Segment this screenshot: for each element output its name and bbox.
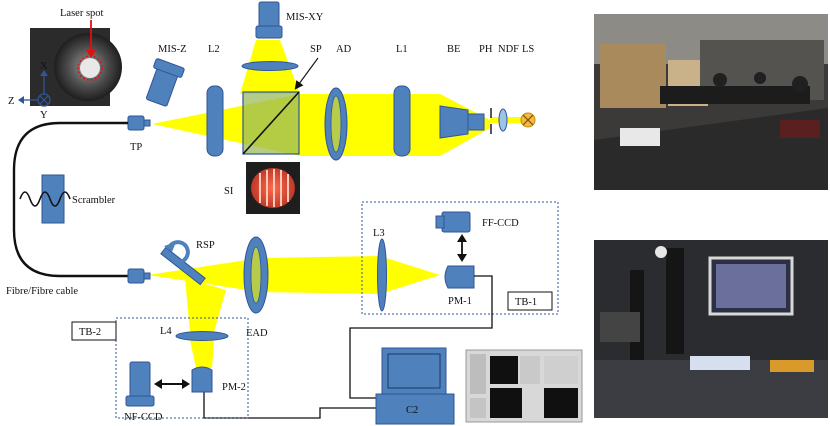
ls-label: LS [522,44,534,55]
si-interference-image [246,162,300,214]
ndf-label: NDF [498,44,519,55]
aperture-ad [324,87,348,161]
pm1-label: PM-1 [448,296,472,307]
nf-ccd-label: NF-CCD [124,412,163,423]
laser-spot-photo [30,20,122,106]
mis-z-camera [145,58,185,107]
scrambler-label: Scrambler [72,195,116,206]
pm2-microscope [191,366,213,393]
fibre-end-mount [127,268,151,284]
cable-pm2-c2 [203,392,376,419]
aperture-ead [243,236,269,314]
axis-symbol [18,70,51,107]
l2-label: L2 [208,44,220,55]
laser-spot-label: Laser spot [60,8,104,19]
mis-xy-camera [255,1,283,39]
ff-ccd-camera [435,211,471,233]
nf-ccd-camera [125,361,155,407]
axis-y-label: Y [40,110,48,121]
si-label: SI [224,186,234,197]
tb1-label: TB-1 [515,297,537,308]
axis-z-label: Z [8,96,14,107]
test-bench-tb1 [361,201,559,315]
ndf-filter [498,108,508,132]
pm1-microscope [444,265,475,289]
lens-l4 [175,331,229,341]
laser-source-ls [520,112,536,128]
scrambler [19,174,71,224]
mis-xy-lens [241,61,299,71]
l4-beam [190,340,214,368]
mis-xy-label: MIS-XY [286,12,324,23]
lens-l2 [206,85,224,157]
ead-label: EAD [246,328,268,339]
ph-label: PH [479,44,493,55]
l1-label: L1 [396,44,408,55]
nf-ccd-double-arrow [154,379,190,389]
lower-beam [148,256,440,294]
be-label: BE [447,44,460,55]
axis-x-label: X [40,61,48,72]
mis-z-label: MIS-Z [158,44,187,55]
lens-l3 [377,238,387,312]
main-beam-mid [300,94,440,156]
beam-splitter-sp [242,91,300,155]
fibre-mount-tp [127,115,151,131]
down-beam [185,278,226,332]
ad-label: AD [336,44,352,55]
fibre-cable-label: Fibre/Fibre cable [6,286,78,297]
sp-label: SP [310,44,322,55]
tb1-tag [507,291,553,311]
fibre-cable [12,121,128,278]
tb2-tag [71,321,117,341]
pm2-label: PM-2 [222,382,246,393]
l3-label: L3 [373,228,385,239]
rotating-splitter-rsp [160,240,206,286]
software-screenshot [465,349,583,423]
beam-expander-be [439,105,485,139]
cable-pm1-c2 [349,275,493,399]
ff-ccd-double-arrow [457,234,467,262]
source-beam [490,117,528,123]
computer-c2 [375,347,455,425]
test-bench-tb2 [115,317,249,419]
l4-label: L4 [160,326,172,337]
c2-label: C2 [406,405,418,416]
lab-photo-bottom [594,240,828,418]
tp-label: TP [130,142,142,153]
rsp-label: RSP [196,240,215,251]
tb2-label: TB-2 [79,327,101,338]
ff-ccd-label: FF-CCD [482,218,519,229]
lens-l1 [393,85,411,157]
lab-photo-top [594,14,828,190]
